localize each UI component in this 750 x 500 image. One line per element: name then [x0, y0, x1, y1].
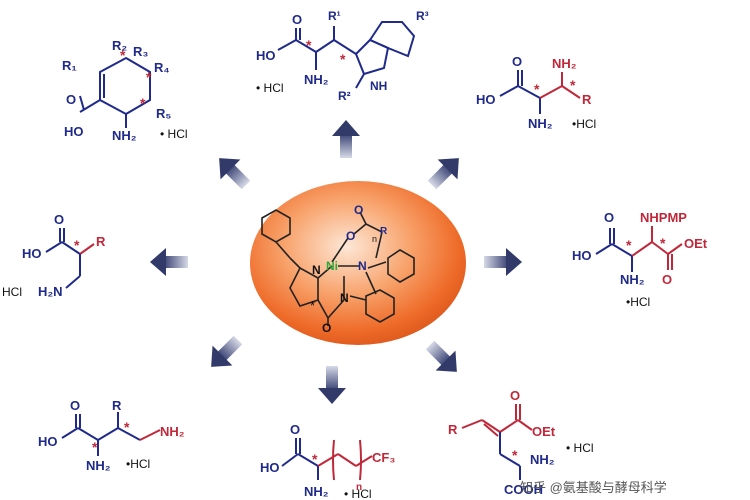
hcl-label: • HCl	[566, 441, 594, 455]
alpha-amine-label: NH₂	[86, 458, 111, 473]
ester-o-label: O	[662, 272, 672, 287]
arrow-right	[484, 248, 522, 276]
svg-text:*: *	[570, 77, 576, 93]
amine-label: NH₂	[304, 484, 329, 499]
arrow-up-left	[209, 148, 256, 195]
carboxyl-label: COOH	[504, 482, 543, 497]
svg-text:*: *	[92, 439, 98, 455]
n-subscript-label: n	[372, 234, 377, 244]
hcl-label: HCl	[2, 285, 22, 299]
svg-text:*: *	[312, 451, 318, 467]
hydroxyl-label: HO	[256, 48, 276, 63]
amine-label: NH₂	[530, 452, 555, 467]
ethoxy-label: OEt	[532, 424, 556, 439]
svg-text:*: *	[140, 95, 146, 111]
carbonyl-o-label: O	[510, 388, 520, 403]
o-carbonyl-label: O	[354, 203, 363, 217]
product-top-left: R₁ R₂ R₃ R₄ R₅ O HO NH₂ • HCl * * *	[62, 38, 188, 143]
svg-text:*: *	[124, 419, 130, 435]
nhpmp-label: NHPMP	[640, 210, 687, 225]
cf3-label: CF₃	[372, 450, 395, 465]
product-top-right: O HO NH₂ NH₂ R •HCl * *	[476, 54, 596, 131]
r5-label: R₅	[156, 106, 171, 121]
watermark-text: 知乎 @氨基酸与酵母科学	[520, 480, 667, 495]
carbonyl-o-label: O	[70, 398, 80, 413]
r-label: R	[582, 92, 592, 107]
carbonyl-o-label: O	[66, 92, 76, 107]
r-label: R	[380, 226, 388, 237]
hcl-label: • HCl	[160, 127, 188, 141]
hydroxyl-label: HO	[38, 434, 58, 449]
r2-label: R²	[338, 89, 351, 103]
product-right: O HO NH₂ NHPMP OEt O •HCl * *	[572, 210, 708, 309]
amine-label: NH₂	[304, 72, 329, 87]
amine-label: H₂N	[38, 284, 63, 299]
ethoxy-label: OEt	[684, 236, 708, 251]
amide-o-label: O	[322, 321, 331, 335]
n-pyrrolidine-label: N	[312, 263, 321, 277]
alpha-amine-label: NH₂	[528, 116, 553, 131]
svg-text:*: *	[120, 47, 126, 63]
r2-label: R₂	[112, 38, 127, 53]
arrow-up	[332, 120, 360, 158]
ni-label: Ni	[326, 259, 338, 273]
carbonyl-o-label: O	[292, 12, 302, 27]
carbonyl-o-label: O	[604, 210, 614, 225]
r3-label: R³	[416, 9, 429, 23]
product-bottom: O HO NH₂ CF₃ n • HCl *	[260, 422, 395, 500]
hcl-label: •HCl	[626, 295, 650, 309]
amine-label: NH₂	[620, 272, 645, 287]
indole-nh-label: NH	[370, 79, 387, 93]
r-label: R	[96, 234, 106, 249]
r1-label: R₁	[62, 58, 77, 73]
svg-text:*: *	[146, 69, 152, 85]
product-left: O HO R H₂N HCl *	[2, 212, 106, 299]
product-bottom-left: O HO R NH₂ NH₂ •HCl * *	[38, 398, 185, 473]
product-top: O HO NH₂ R¹ R² R³ NH • HCl * *	[256, 9, 429, 103]
arrow-up-right	[422, 148, 469, 195]
svg-text:*: *	[512, 447, 518, 463]
catalyst-structure: Ni O O N N N O n R *	[261, 203, 415, 335]
carbonyl-o-label: O	[512, 54, 522, 69]
r1-label: R¹	[328, 9, 341, 23]
n-amide-label: N	[340, 291, 349, 305]
svg-text:*: *	[306, 37, 312, 53]
n-label: n	[356, 482, 362, 493]
svg-text:*: *	[660, 235, 666, 251]
hydroxyl-label: HO	[476, 92, 496, 107]
terminal-amine-label: NH₂	[160, 424, 185, 439]
star-label: *	[310, 298, 315, 313]
hcl-label: •HCl	[572, 117, 596, 131]
n-imine-label: N	[358, 259, 367, 273]
arrow-down-right	[420, 335, 467, 382]
svg-text:*: *	[74, 237, 80, 253]
svg-text:*: *	[534, 81, 540, 97]
hcl-label: • HCl	[256, 81, 284, 95]
hydroxyl-label: HO	[260, 460, 280, 475]
arrow-down-left	[201, 330, 248, 377]
beta-amine-label: NH₂	[552, 56, 577, 71]
o-label: O	[346, 229, 355, 243]
product-bottom-right: R O OEt NH₂ COOH • HCl *	[448, 388, 594, 497]
svg-text:*: *	[626, 237, 632, 253]
r3-label: R₃	[133, 44, 148, 59]
hcl-label: • HCl	[344, 487, 372, 500]
hydroxyl-label: HO	[572, 248, 592, 263]
hydroxyl-label: HO	[22, 246, 42, 261]
amine-label: NH₂	[112, 128, 137, 143]
arrow-down	[318, 366, 346, 404]
carbonyl-o-label: O	[54, 212, 64, 227]
hydroxyl-label: HO	[64, 124, 84, 139]
r-label: R	[112, 398, 122, 413]
svg-text:*: *	[340, 51, 346, 67]
carbonyl-o-label: O	[290, 422, 300, 437]
hcl-label: •HCl	[126, 457, 150, 471]
r4-label: R₄	[154, 60, 170, 75]
r-label: R	[448, 422, 458, 437]
arrow-left	[150, 248, 188, 276]
